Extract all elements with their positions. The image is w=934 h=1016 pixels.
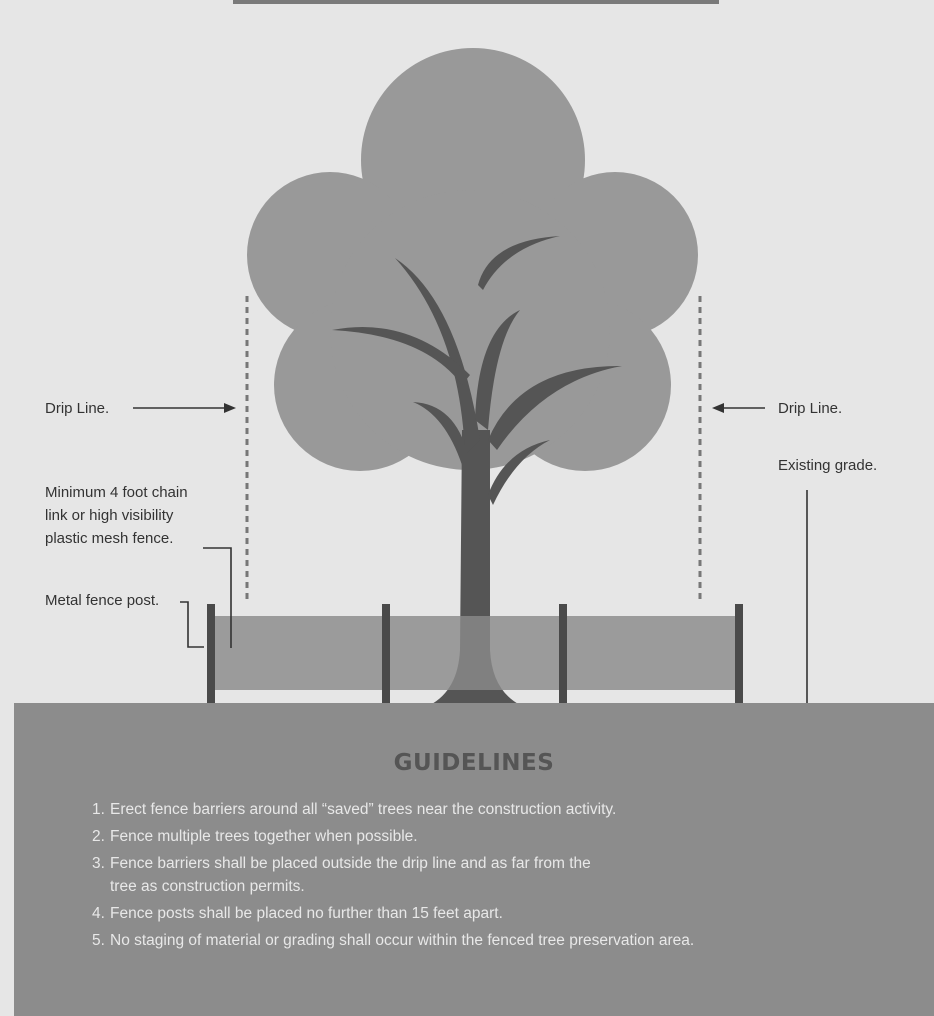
fence-note-label: Minimum 4 foot chain link or high visibi… xyxy=(45,481,188,550)
guideline-number: 3. xyxy=(92,855,105,872)
guideline-number: 4. xyxy=(92,905,105,922)
top-bar xyxy=(233,0,719,4)
drip-line-label-left: Drip Line. xyxy=(45,400,110,417)
fence-post xyxy=(207,604,215,704)
fence-note-line: Minimum 4 foot chain xyxy=(45,484,188,501)
guideline-text: Fence multiple trees together when possi… xyxy=(110,828,418,845)
fence-mesh xyxy=(212,616,738,690)
guideline-number: 5. xyxy=(92,932,105,949)
existing-grade-label: Existing grade. xyxy=(778,457,878,474)
fence-note-line: link or high visibility xyxy=(45,507,174,524)
fence-posts xyxy=(207,604,743,704)
guideline-item: 5. No staging of material or grading shal… xyxy=(92,929,694,952)
guideline-text: No staging of material or grading shall … xyxy=(110,932,695,949)
fence-note-leader xyxy=(203,547,232,648)
metal-post-leader xyxy=(180,601,204,648)
guidelines-title: GUIDELINES xyxy=(393,750,555,776)
drip-arrow-left xyxy=(133,403,236,413)
guideline-text: Erect fence barriers around all “saved” … xyxy=(110,801,617,818)
tree-trunk xyxy=(332,236,622,705)
guideline-number: 2. xyxy=(92,828,105,845)
ground-section: GUIDELINES 1. Erect fence barriers around… xyxy=(14,703,934,1016)
guideline-item: 2. Fence multiple trees together when pos… xyxy=(92,825,694,848)
drip-line-label-right: Drip Line. xyxy=(778,400,843,417)
guideline-item: 3. Fence barriers shall be placed outside… xyxy=(92,852,694,898)
metal-post-label: Metal fence post. xyxy=(45,592,160,609)
guideline-text: Fence barriers shall be placed outside t… xyxy=(110,855,591,872)
fence-post xyxy=(559,604,567,704)
guidelines-list: 1. Erect fence barriers around all “saved… xyxy=(92,798,694,956)
fence-post xyxy=(382,604,390,704)
fence-note-line: plastic mesh fence. xyxy=(45,530,174,547)
guideline-item: 4. Fence posts shall be placed no further… xyxy=(92,902,694,925)
guideline-text-continued: tree as construction permits. xyxy=(110,878,305,895)
guideline-item: 1. Erect fence barriers around all “saved… xyxy=(92,798,694,821)
fence-post xyxy=(735,604,743,704)
drip-arrow-right xyxy=(712,403,765,413)
guideline-number: 1. xyxy=(92,801,105,818)
guideline-text: Fence posts shall be placed no further t… xyxy=(110,905,503,922)
